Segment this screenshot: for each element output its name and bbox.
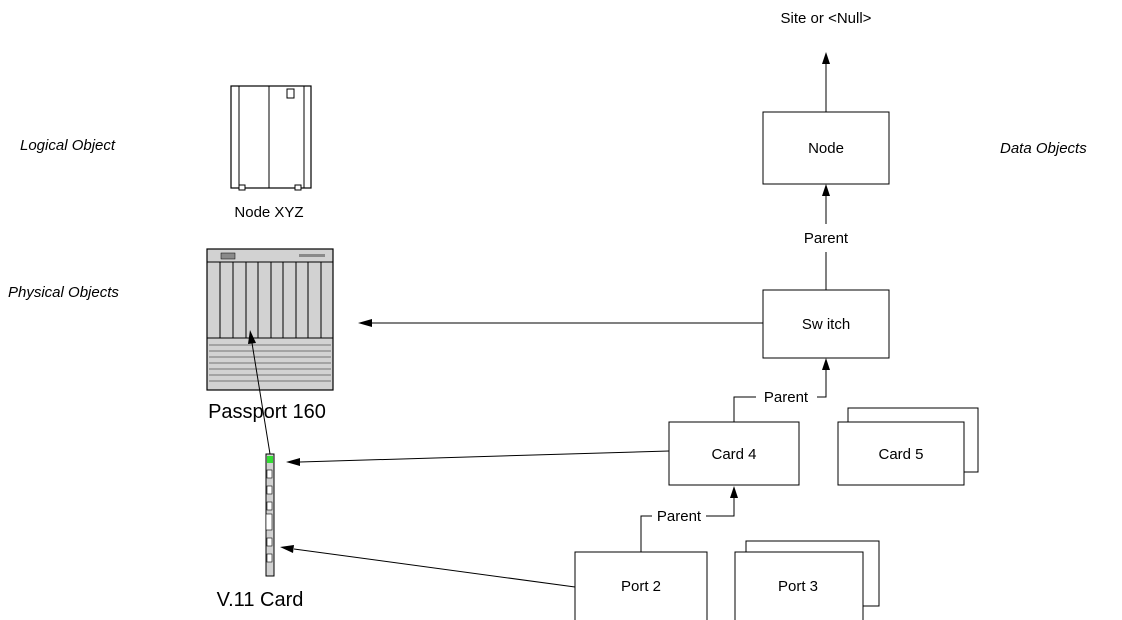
- parent-card4-port2-label: Parent: [657, 508, 702, 525]
- node-box-label: Node: [808, 140, 844, 157]
- v11-card-label: V.11 Card: [217, 589, 304, 611]
- port3-box-stack: Port 3: [735, 541, 879, 620]
- port3-box-label: Port 3: [778, 578, 818, 595]
- v11-card-icon: [266, 454, 274, 576]
- card5-box-stack: Card 5: [838, 408, 978, 485]
- node-box: Node: [763, 112, 889, 184]
- physical-objects-label: Physical Objects: [8, 284, 119, 301]
- card5-box-label: Card 5: [878, 446, 923, 463]
- port2-box-label: Port 2: [621, 578, 661, 595]
- switch-box: Sw itch: [763, 290, 889, 358]
- data-objects-label: Data Objects: [1000, 140, 1087, 157]
- node-xyz-label: Node XYZ: [234, 204, 303, 221]
- parent-node-switch-label: Parent: [804, 230, 849, 247]
- logical-object-label: Logical Object: [20, 137, 116, 154]
- site-or-null-label: Site or <Null>: [781, 10, 872, 27]
- card4-box: Card 4: [669, 422, 799, 485]
- parent-switch-card4-label: Parent: [764, 389, 809, 406]
- passport-160-label: Passport 160: [208, 401, 326, 423]
- switch-box-label: Sw itch: [802, 316, 850, 333]
- card4-box-label: Card 4: [711, 446, 756, 463]
- passport-160-chassis-icon: [207, 249, 333, 390]
- port2-box: Port 2: [575, 552, 707, 620]
- node-xyz-icon: [231, 86, 311, 190]
